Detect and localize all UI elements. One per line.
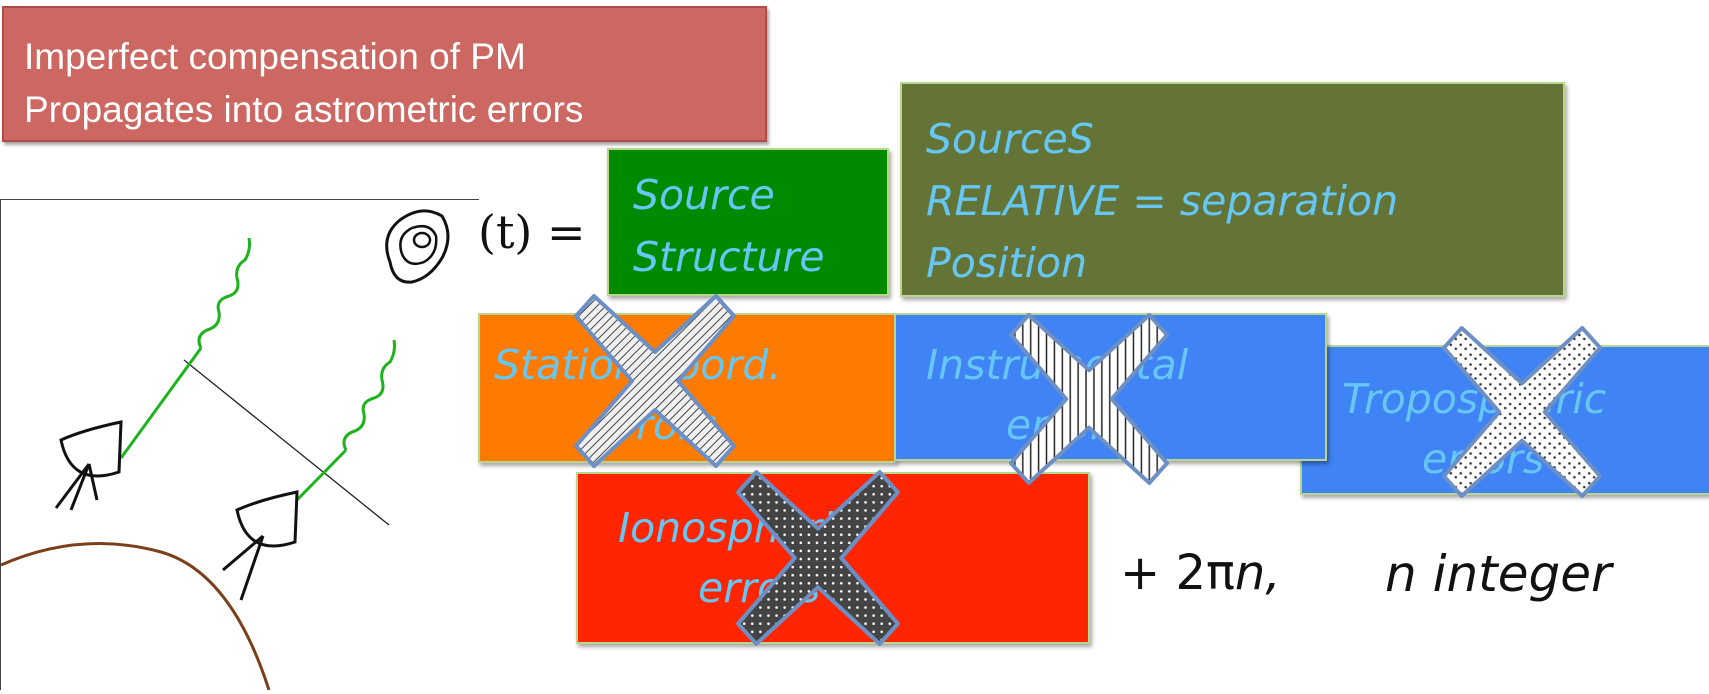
sources-relative-position-box: SourceS RELATIVE = separation Position xyxy=(900,82,1565,297)
phase-prefix: + 2π xyxy=(1120,545,1235,601)
antenna-diagram xyxy=(0,237,396,691)
wavefront-line xyxy=(183,359,390,526)
sources-relative-line-1: SourceS xyxy=(926,115,1094,163)
phase-ambiguity-term: + 2πn, xyxy=(1120,545,1281,601)
source-structure-line-2: Structure xyxy=(633,233,825,281)
ray-1-wave xyxy=(197,237,251,349)
source-contour-icon xyxy=(385,209,450,284)
ray-1 xyxy=(119,347,203,459)
cross-tropospheric-icon xyxy=(1441,326,1603,498)
title-line-2: Propagates into astrometric errors xyxy=(24,89,584,130)
phase-formula: (t) = xyxy=(478,205,586,259)
phase-var: n, xyxy=(1234,545,1281,601)
ray-2-wave xyxy=(342,339,396,451)
ray-2 xyxy=(295,448,348,502)
earth-surface xyxy=(0,542,271,691)
cross-instrumental-icon xyxy=(1008,313,1170,485)
integer-note: n integer xyxy=(1385,545,1612,603)
antenna-2-icon xyxy=(222,490,299,601)
cross-ionospheric-icon xyxy=(736,470,900,646)
source-structure-line-1: Source xyxy=(633,171,775,219)
title-line-1: Imperfect compensation of PM xyxy=(24,36,526,77)
source-structure-box: Source Structure xyxy=(607,148,889,296)
sources-relative-line-2: RELATIVE = separation xyxy=(926,177,1399,225)
sources-relative-line-3: Position xyxy=(926,239,1088,287)
antenna-panel xyxy=(0,199,479,691)
antenna-1-icon xyxy=(54,420,123,511)
cross-station-icon xyxy=(574,294,736,468)
title-box: Imperfect compensation of PM Propagates … xyxy=(2,6,767,142)
